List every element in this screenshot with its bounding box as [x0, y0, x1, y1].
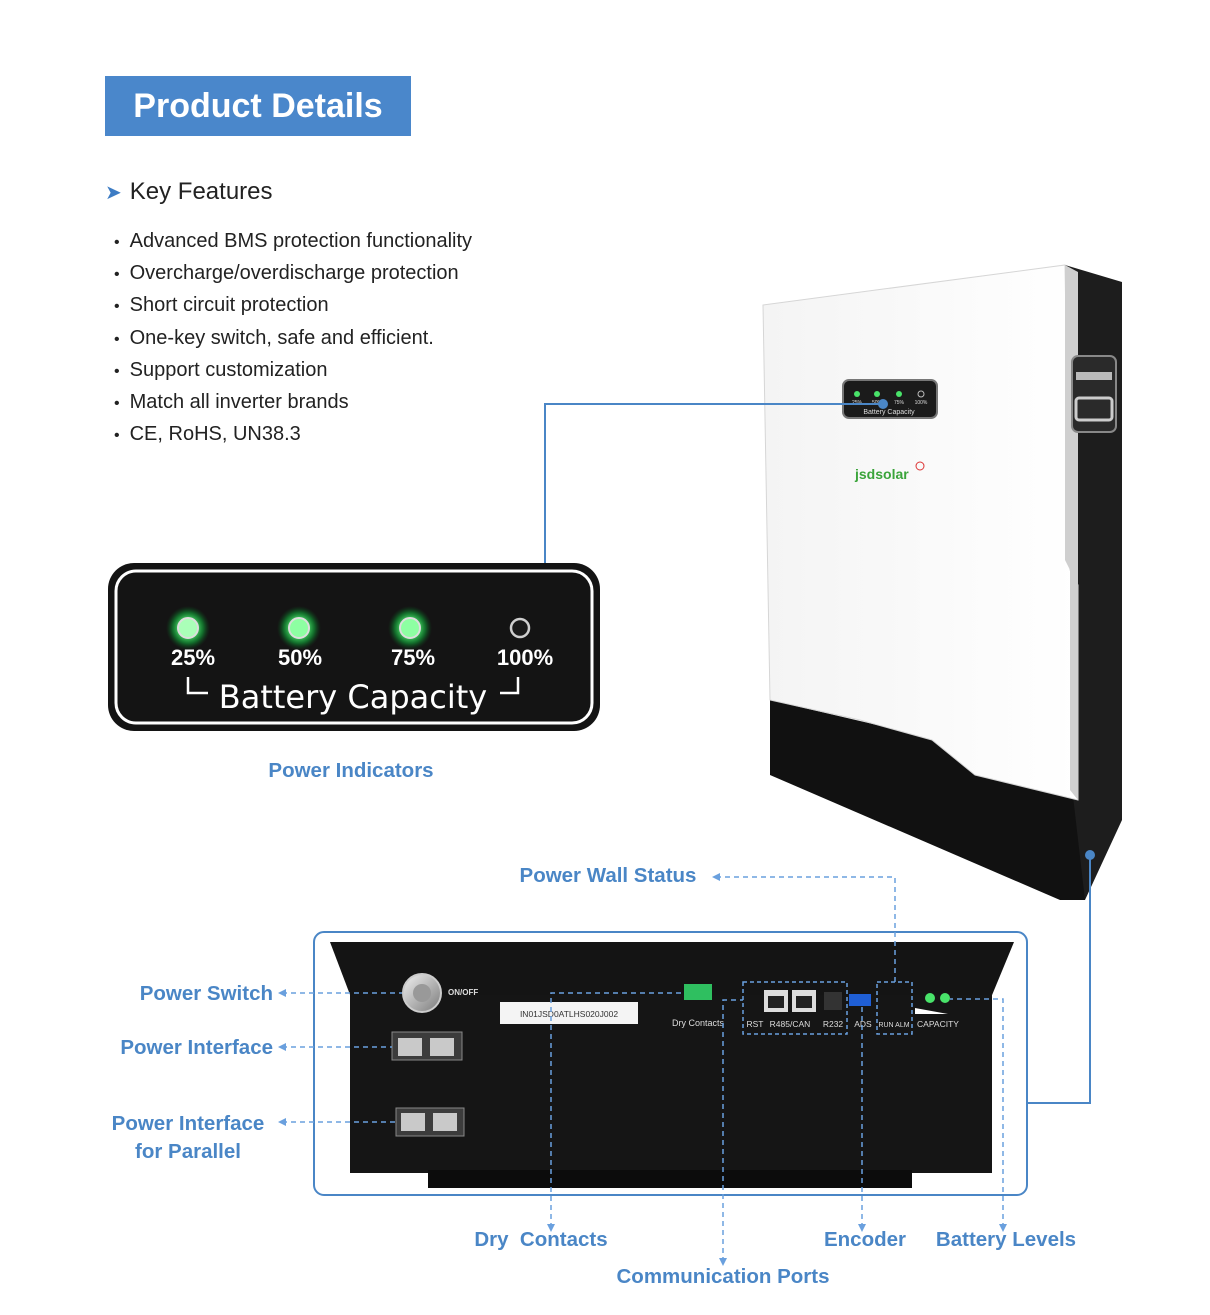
power-switch-label: Power Switch: [140, 982, 273, 1005]
connector-line: [544, 403, 883, 563]
power-interface-parallel-label-line2: for Parallel: [135, 1140, 241, 1163]
mini-level-label: 100%: [915, 400, 928, 406]
dry-contacts-label: Dry Contacts: [474, 1228, 607, 1251]
power-indicators-label: Power Indicators: [268, 759, 433, 782]
on-off-label: ON/OFF: [448, 988, 478, 997]
bottom-panel-frame: [313, 931, 1028, 1196]
list-item: Advanced BMS protection functionality: [114, 226, 472, 258]
dry-contacts-terminal: [684, 984, 712, 1000]
key-features-heading: ➤ Key Features: [105, 178, 273, 206]
list-item: Short circuit protection: [114, 290, 472, 322]
level-label: 75%: [391, 645, 435, 670]
mini-caption: Battery Capacity: [863, 409, 915, 416]
mini-level-label: 75%: [894, 400, 905, 406]
feature-list: Advanced BMS protection functionality Ov…: [114, 226, 472, 451]
svg-text:R232: R232: [823, 1019, 844, 1029]
led-off-icon: [509, 617, 531, 639]
power-knob-icon: [402, 973, 442, 1013]
level-label: 100%: [497, 645, 553, 670]
list-item: Match all inverter brands: [114, 387, 472, 419]
svg-text:ADS: ADS: [854, 1019, 872, 1029]
level-label: 50%: [278, 645, 322, 670]
svg-text:Dry Contacts: Dry Contacts: [672, 1018, 725, 1028]
brand-logo: jsdsolar: [854, 466, 909, 482]
power-wall-status-label: Power Wall Status: [520, 864, 697, 887]
list-item: One-key switch, safe and efficient.: [114, 323, 472, 355]
list-item: Support customization: [114, 355, 472, 387]
svg-text:IN01JSD0ATLHS020J002: IN01JSD0ATLHS020J002: [520, 1009, 618, 1019]
power-interface-parallel-label: Power Interface: [112, 1112, 265, 1135]
svg-text:RUN ALM: RUN ALM: [878, 1022, 909, 1029]
communication-ports-label: Communication Ports: [617, 1265, 830, 1288]
arrow-right-icon: ➤: [105, 182, 122, 204]
key-features-title: Key Features: [129, 178, 273, 205]
encoder-switch: [849, 994, 871, 1006]
battery-capacity-caption: Battery Capacity: [219, 678, 487, 716]
list-item: Overcharge/overdischarge protection: [114, 258, 472, 290]
mini-level-label: 50%: [872, 400, 883, 406]
battery-unit: 25% 50% 75% 100% Battery Capacity jsdsol…: [762, 264, 1122, 900]
encoder-label: Encoder: [824, 1228, 906, 1251]
level-label: 25%: [171, 645, 215, 670]
svg-text:CAPACITY: CAPACITY: [917, 1019, 959, 1029]
mini-level-label: 25%: [852, 400, 863, 406]
svg-text:RST: RST: [747, 1019, 764, 1029]
handle-icon: [1071, 355, 1117, 433]
serial-label: [500, 1002, 638, 1024]
svg-text:R485/CAN: R485/CAN: [770, 1019, 811, 1029]
battery-levels-label: Battery Levels: [936, 1228, 1076, 1251]
mini-indicator-panel: [842, 379, 938, 419]
list-item: CE, RoHS, UN38.3: [114, 419, 472, 451]
indicator-panel: 25% 50% 75% 100% Battery Capacity: [108, 563, 600, 731]
power-interface-label: Power Interface: [120, 1036, 273, 1059]
bottom-panel: ON/OFF IN01JSD0ATLHS020J002 Dry Contacts…: [330, 942, 1014, 1188]
page-title: Product Details: [105, 76, 411, 136]
